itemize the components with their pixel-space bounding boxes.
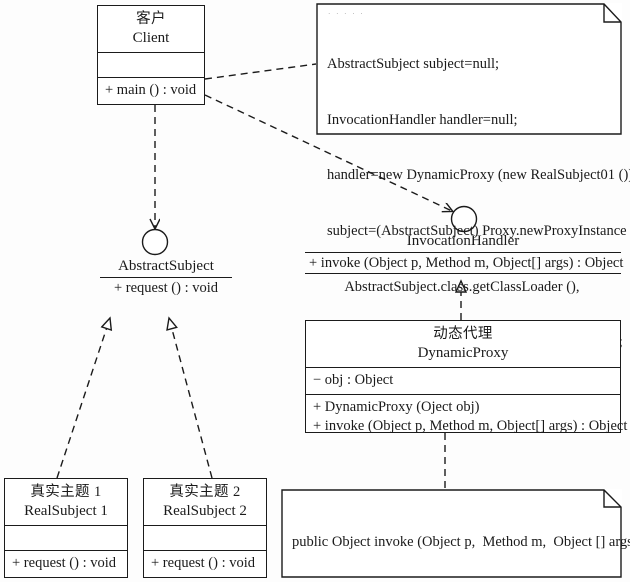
- realsubject1-name-cn: 真实主题 1: [30, 484, 102, 500]
- client-name-en: Client: [132, 29, 170, 46]
- edge-realsubject1-to-abstractsubject: [56, 318, 110, 479]
- note-client-line-0: AbstractSubject subject=null;: [327, 56, 500, 73]
- interface-abstractsubject[interactable]: AbstractSubject + request () : void: [100, 258, 232, 298]
- client-attributes-compartment: [98, 51, 204, 77]
- realsubject2-operation-request: + request () : void: [151, 555, 256, 572]
- realsubject2-title-compartment: 真实主题 2 RealSubject 2: [144, 479, 266, 525]
- realsubject1-operation-request: + request () : void: [12, 555, 117, 572]
- dynamicproxy-operation-invoke: + invoke (Object p, Method m, Object[] a…: [313, 418, 628, 435]
- edge-client-to-note: [204, 63, 317, 80]
- client-operations-compartment: + main () : void: [98, 77, 204, 104]
- dynamicproxy-attributes-compartment: − obj : Object: [306, 366, 620, 394]
- note-proxy-invoke-code: public Object invoke (Object p, Method m…: [281, 489, 630, 578]
- client-operation-main: + main () : void: [105, 82, 197, 99]
- class-box-dynamicproxy[interactable]: 动态代理 DynamicProxy − obj : Object + Dynam…: [305, 320, 627, 434]
- realsubject2-attributes-compartment: [144, 524, 266, 550]
- client-title-compartment: 客户 Client: [98, 6, 204, 52]
- realsubject1-operations-compartment: + request () : void: [5, 550, 127, 577]
- class-box-realsubject-2[interactable]: 真实主题 2 RealSubject 2 + request () : void: [143, 478, 267, 578]
- scan-noise-marks: · · · · ·: [328, 10, 365, 18]
- class-box-realsubject-1[interactable]: 真实主题 1 RealSubject 1 + request () : void: [4, 478, 128, 578]
- note-client-code: · · · · · AbstractSubject subject=null; …: [316, 3, 630, 406]
- dynamicproxy-attribute-obj: − obj : Object: [313, 371, 394, 388]
- note-client-code-frame: [316, 3, 622, 135]
- dynamicproxy-operations-compartment: + DynamicProxy (Oject obj) + invoke (Obj…: [306, 393, 628, 440]
- note-client-line-3: subject=(AbstractSubject) Proxy.newProxy…: [327, 223, 630, 240]
- note-proxy-invoke-text: public Object invoke (Object p, Method m…: [281, 489, 630, 578]
- abstractsubject-operation-request: + request () : void: [113, 280, 218, 296]
- note-client-line-4: AbstractSubject.class.getClassLoader (),: [327, 278, 580, 295]
- note-client-line-1: InvocationHandler handler=null;: [327, 111, 518, 128]
- realsubject2-name-cn: 真实主题 2: [169, 484, 241, 500]
- dynamicproxy-operation-ctor: + DynamicProxy (Oject obj): [313, 398, 480, 415]
- invocationhandler-operation-invoke: + invoke (Object p, Method m, Object[] a…: [309, 255, 624, 271]
- interface-invocationhandler[interactable]: InvocationHandler + invoke (Object p, Me…: [305, 233, 624, 274]
- note-proxy-invoke-code-frame: [281, 489, 622, 578]
- dynamicproxy-name-en: DynamicProxy: [417, 344, 509, 361]
- client-name-cn: 客户: [136, 11, 166, 27]
- note-client-line-2: handler=new DynamicProxy (new RealSubjec…: [327, 167, 630, 184]
- invocationhandler-divider-top: [305, 252, 621, 253]
- dynamicproxy-title-compartment: 动态代理 DynamicProxy: [306, 321, 620, 367]
- realsubject2-operations-compartment: + request () : void: [144, 550, 266, 577]
- abstractsubject-name: AbstractSubject: [118, 258, 214, 274]
- invocationhandler-name: InvocationHandler: [406, 233, 520, 249]
- note-client-code-text: AbstractSubject subject=null; Invocation…: [316, 3, 630, 406]
- class-box-client[interactable]: 客户 Client + main () : void: [97, 5, 205, 105]
- realsubject1-name-en: RealSubject 1: [24, 502, 108, 519]
- note-proxy-line-0: public Object invoke (Object p, Method m…: [292, 534, 630, 551]
- abstractsubject-divider: [100, 277, 232, 278]
- realsubject1-title-compartment: 真实主题 1 RealSubject 1: [5, 479, 127, 525]
- edge-realsubject2-to-abstractsubject: [169, 318, 213, 479]
- abstractsubject-interface-circle-icon: [141, 228, 169, 256]
- realsubject2-name-en: RealSubject 2: [163, 502, 247, 519]
- realsubject1-attributes-compartment: [5, 524, 127, 550]
- invocationhandler-divider-bottom: [305, 273, 621, 274]
- dynamicproxy-name-cn: 动态代理: [433, 326, 493, 342]
